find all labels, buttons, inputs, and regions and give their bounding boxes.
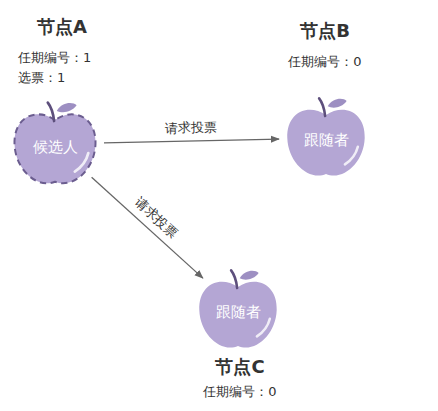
role-label: 跟随者: [226, 131, 426, 149]
apple-leaf: [328, 99, 347, 108]
edge-label: 请求投票: [165, 119, 217, 136]
server-node: 跟随者节点C任期编号：0: [195, 266, 281, 354]
node-state: 任期编号：0: [225, 54, 425, 70]
role-label: 候选人: [0, 138, 155, 156]
apple-stem: [319, 98, 325, 116]
server-node: 节点A任期编号：1选票：1候选人: [10, 98, 100, 190]
vote-request-arrow: [104, 139, 279, 143]
node-name: 节点A: [0, 16, 162, 38]
vote-request-arrow: [92, 177, 203, 278]
edge-label: 请求投票: [131, 195, 180, 241]
node-state: 任期编号：1: [18, 50, 91, 66]
apple-stem: [48, 103, 54, 121]
apple-highlight: [345, 147, 358, 165]
node-name: 节点C: [140, 356, 340, 378]
apple-stem: [231, 270, 237, 288]
node-state: 选票：1: [18, 70, 65, 86]
server-node: 节点B任期编号：0跟随者: [283, 94, 369, 182]
role-label: 跟随者: [138, 303, 338, 321]
node-name: 节点B: [225, 20, 425, 42]
apple-leaf: [240, 271, 259, 280]
node-state: 任期编号：0: [140, 384, 340, 400]
apple-highlight: [257, 319, 270, 337]
apple-leaf: [57, 103, 77, 112]
